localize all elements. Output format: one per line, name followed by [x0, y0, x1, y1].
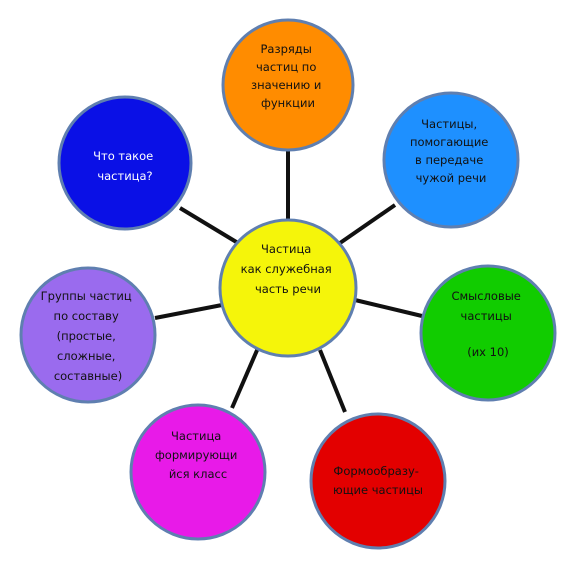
- node-gruppy: Группы частиц по составу (простые, сложн…: [19, 266, 157, 404]
- svg-text:Частица формирующи: Частица формирующи йся класс: [155, 429, 241, 481]
- node-chto-takoe: Что такое частица?: [57, 95, 193, 231]
- node-label-line: Смысловые: [451, 289, 520, 303]
- node-label-line: Частица: [171, 429, 221, 443]
- svg-text:Частицы, помогающие: Частицы, помогающие в передаче чужой реч…: [410, 117, 492, 185]
- node-formoobraz: Формообразу- ющие частицы: [309, 412, 447, 550]
- svg-text:Разряды частиц по: Разряды частиц по значению и функции: [251, 42, 325, 110]
- node-label-line: по составу: [54, 309, 119, 323]
- node-label-line: частиц по: [256, 60, 316, 74]
- center-node: Частица как служебная часть речи: [218, 218, 358, 358]
- node-label-line: Разряды: [260, 42, 311, 56]
- node-label-line: Формообразу-: [333, 464, 419, 478]
- svg-text:Формообразу- ющие частиц: Формообразу- ющие частицы: [333, 464, 423, 497]
- connector-formoobraz: [318, 349, 347, 413]
- node-label-line: помогающие: [410, 135, 488, 149]
- node-label-line: частица?: [97, 169, 152, 183]
- node-label-line: функции: [261, 96, 315, 110]
- connectors: [154, 150, 423, 413]
- center-label-line: часть речи: [255, 282, 321, 296]
- svg-text:Смысловые частицы: Смысловые частицы (их 10): [451, 289, 524, 359]
- svg-text:Частица как служебная: Частица как служебная часть речи: [241, 242, 336, 296]
- connector-smyslovye: [354, 298, 423, 318]
- node-formiruyushchiy: Частица формирующи йся класс: [129, 403, 267, 541]
- center-label-line: как служебная: [241, 262, 332, 276]
- connector-chuzhaya-rech: [338, 203, 397, 245]
- node-label-line: значению и: [251, 78, 321, 92]
- svg-text:Что такое частица?: Что такое частица?: [93, 149, 157, 183]
- node-label-line: в передаче: [415, 153, 483, 167]
- node-label-line: Частицы,: [421, 117, 477, 131]
- node-razryady: Разряды частиц по значению и функции: [221, 18, 355, 152]
- connector-chto-takoe: [178, 206, 240, 245]
- connector-formiruyushchiy: [230, 347, 260, 409]
- node-label-line: (простые,: [57, 329, 116, 343]
- node-label-line: частицы: [461, 309, 512, 323]
- center-label-line: Частица: [261, 242, 311, 256]
- svg-text:Группы частиц по составу: Группы частиц по составу (простые, сложн…: [41, 289, 136, 383]
- node-label-line: (их 10): [467, 345, 509, 359]
- node-label-line: составные): [54, 369, 122, 383]
- node-label-line: формирующи: [155, 448, 237, 462]
- node-label-line: чужой речи: [416, 171, 487, 185]
- connector-gruppy: [154, 303, 223, 320]
- node-label-line: Что такое: [93, 149, 153, 163]
- node-smyslovye: Смысловые частицы (их 10): [419, 264, 557, 402]
- node-chuzhaya-rech: Частицы, помогающие в передаче чужой реч…: [382, 91, 520, 229]
- node-label-line: йся класс: [169, 467, 227, 481]
- node-label-line: сложные,: [57, 349, 115, 363]
- node-label-line: Группы частиц: [41, 289, 132, 303]
- node-label-line: ющие частицы: [333, 483, 423, 497]
